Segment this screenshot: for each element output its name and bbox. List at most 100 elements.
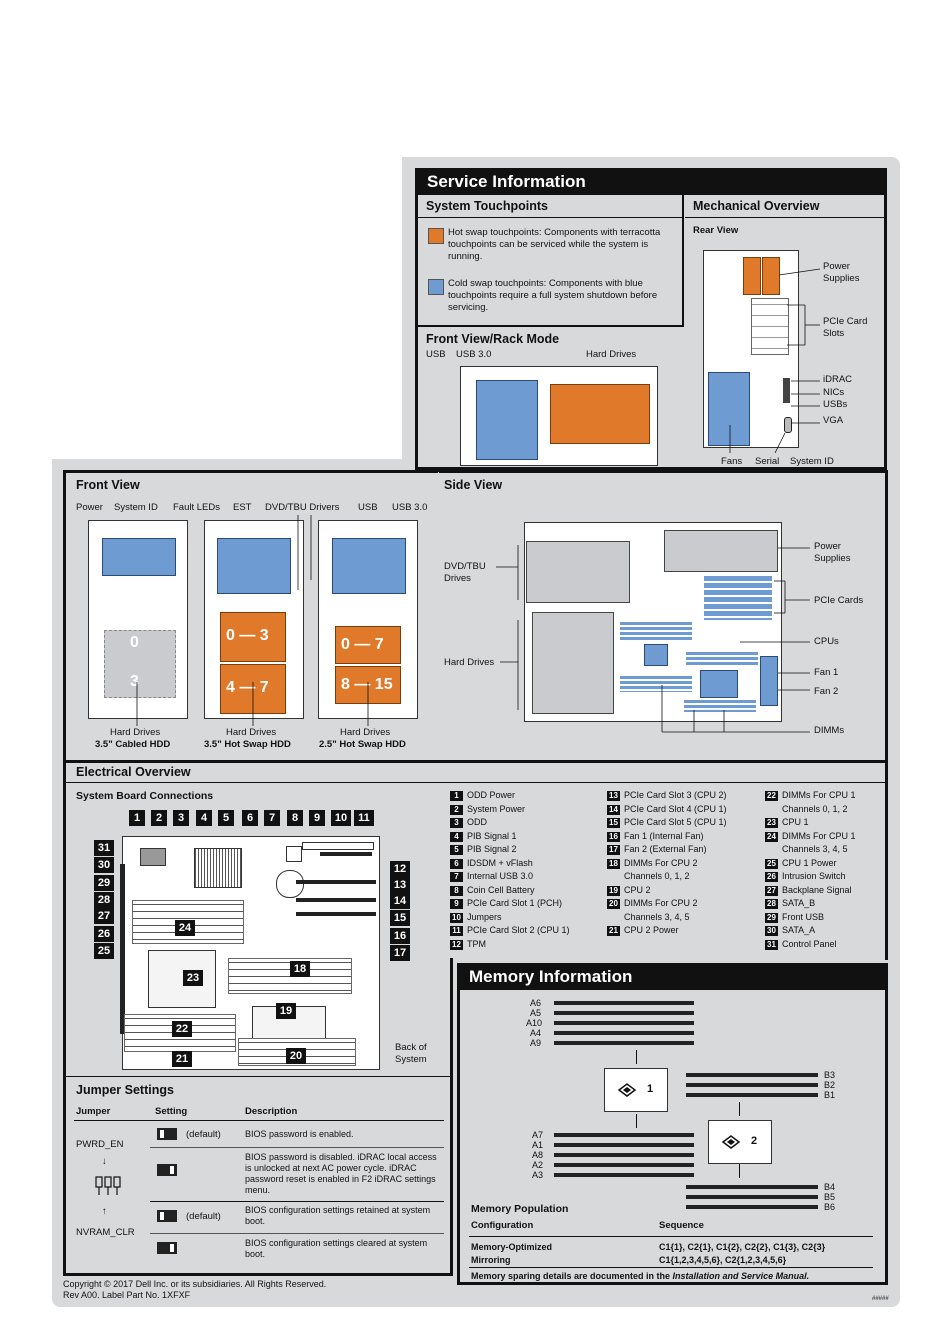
electrical-title-rule [66,782,885,783]
label-background-topcut [52,150,402,459]
rear-ports [783,378,790,403]
overview-divider-vertical [438,472,439,760]
mem-row-2-config: Mirroring [471,1255,511,1265]
front-rack-panel: Front View/Rack Mode USB USB 3.0 Hard Dr… [418,328,684,468]
side-dimms-1 [620,622,692,640]
side-label-pcie: PCIe Cards [814,595,864,606]
legend-item: Channels 3, 4, 5 [782,844,848,854]
jumper-desc-3: BIOS configuration settings retained at … [245,1205,431,1226]
rear-view-title: Rear View [693,225,739,236]
cpu1-link-bottom [636,1114,637,1128]
fv-label-dvd: DVD/TBU Drivers [265,502,340,513]
jumper-header-icon [94,1175,122,1197]
mem-row-1-config: Memory-Optimized [471,1242,553,1252]
tower3-caption1: Hard Drives [340,727,391,738]
jumper-header-setting: Setting [155,1106,188,1117]
touchpoints-panel: System Touchpoints Hot swap touchpoints:… [418,195,684,327]
rear-label-vga: VGA [823,415,844,426]
fv-label-sysid: System ID [114,502,158,513]
legend-item: Channels 0, 1, 2 [782,803,848,814]
copyright-text: Copyright © 2017 Dell Inc. or its subsid… [63,1279,327,1289]
memory-note-prefix: Memory sparing details are documented in… [471,1271,673,1281]
side-view-leaders [496,545,810,733]
cpu2-label: 2 [751,1135,758,1147]
tower3-hdd-top [335,626,401,664]
jumper-row-rule-3 [150,1233,444,1234]
board-pcie-slot-a [320,852,372,856]
jumper-arrow-down: ↓ [102,1156,107,1167]
memory-title: Memory Information [469,967,633,986]
tower2-odd [217,538,291,594]
mem-rows-rule [469,1267,873,1268]
board-pcie-slot-b [296,880,376,884]
rev-text: Rev A00. Label Part No. 1XFXF [63,1290,191,1300]
service-info-title: Service Information [427,172,586,191]
side-dvd [526,541,630,603]
cold-swap-text: Cold swap touchpoints: Components with b… [448,278,658,313]
rear-leader-lines [729,268,821,454]
jumper-title: Jumper Settings [76,1083,174,1097]
fv-label-est: EST [233,502,252,513]
side-label-fan1: Fan 1 [814,667,839,678]
cpu1-link-top [636,1050,637,1064]
rack-label-usb: USB [426,349,446,360]
front-view-title: Front View [76,478,140,492]
tower1-caption1: Hard Drives [110,727,161,738]
board-coin-cell [276,870,304,898]
memory-note: Memory sparing details are documented in… [471,1271,809,1282]
tower3-caption2: 2.5" Hot Swap HDD [319,739,406,750]
jumper-header-jumper: Jumper [76,1106,111,1117]
psu-1 [743,257,761,295]
tower2-range-bottom: 4 — 7 [226,679,269,696]
jumper-nvram: NVRAM_CLR [76,1227,135,1238]
side-hdd [532,612,614,714]
back-of-system-label: Back of System [395,1042,427,1065]
tower1-odd [102,538,176,576]
rear-label-nics: NICs [823,387,845,398]
touchpoints-title: System Touchpoints [426,199,549,213]
jumper-setting-icon [156,1240,178,1256]
tower1-range-top: 0 [130,634,139,651]
jumper-desc-4: BIOS configuration settings cleared at s… [245,1238,428,1259]
rear-label-serial: Serial [755,456,780,467]
vga-port [784,417,792,433]
board-title: System Board Connections [76,790,214,802]
rear-fan [708,372,750,446]
memory-box [457,963,888,1285]
side-label-dimms: DIMMs [814,725,845,736]
tower1-hdd-cage [104,630,176,698]
fv-label-usb: USB [358,502,378,513]
label-code: ##### [872,1296,889,1302]
rear-label-sysid: System ID [790,456,834,467]
cpu2-link-top [739,1102,740,1116]
rear-label-fans: Fans [721,456,743,467]
jumper-header-description: Description [245,1106,298,1117]
pcie-slots [751,298,789,355]
electrical-title: Electrical Overview [76,765,191,779]
jumper-header-rule [74,1120,444,1121]
memory-note-manual: Installation and Service Manual. [672,1271,810,1281]
tower1-range-bottom: 3 [130,673,139,690]
cpu2-link-bottom [739,1164,740,1178]
cpu1-label: 1 [647,1083,654,1095]
